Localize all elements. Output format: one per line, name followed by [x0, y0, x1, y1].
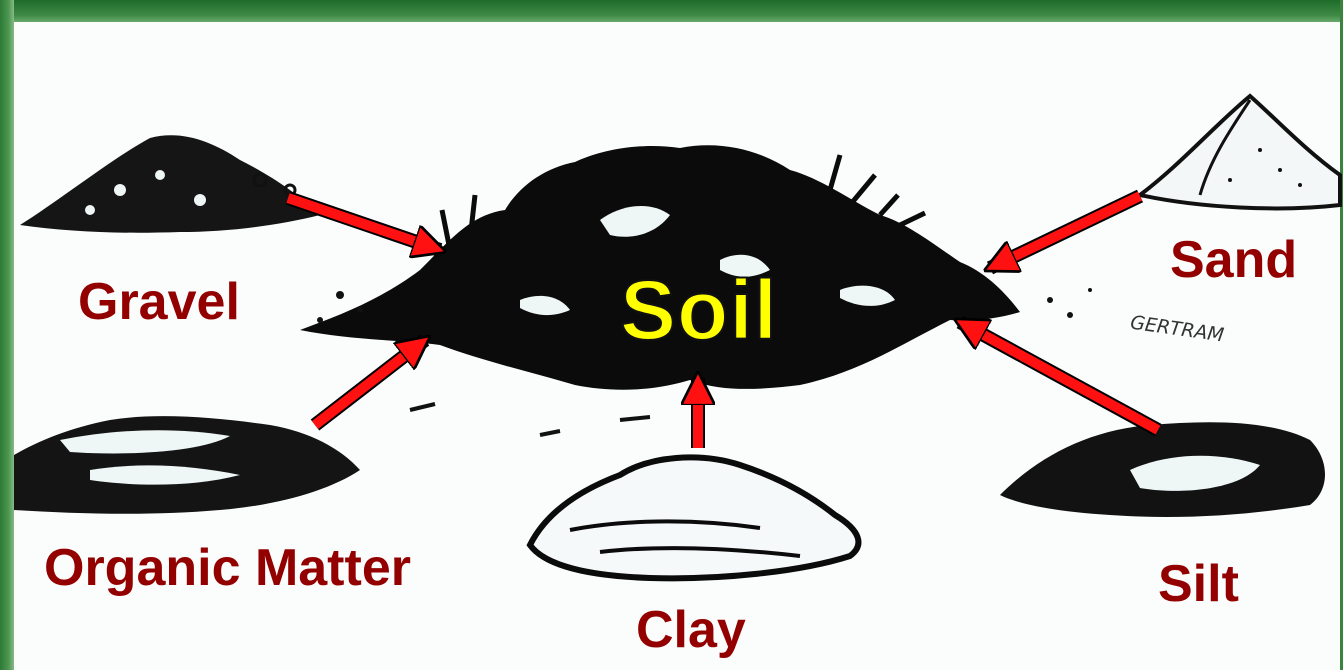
sand-pile [1140, 96, 1340, 208]
clay-label: Clay [636, 600, 746, 660]
silt-pile [1000, 422, 1325, 517]
sand-label: Sand [1170, 230, 1297, 290]
clay-pile [530, 457, 858, 578]
soil-label: Soil [620, 262, 778, 359]
silt-label: Silt [1158, 554, 1239, 614]
organic-matter-label: Organic Matter [44, 538, 411, 598]
gravel-pile [20, 135, 320, 232]
gravel-label: Gravel [78, 272, 240, 332]
organic-matter-pile [14, 416, 360, 514]
